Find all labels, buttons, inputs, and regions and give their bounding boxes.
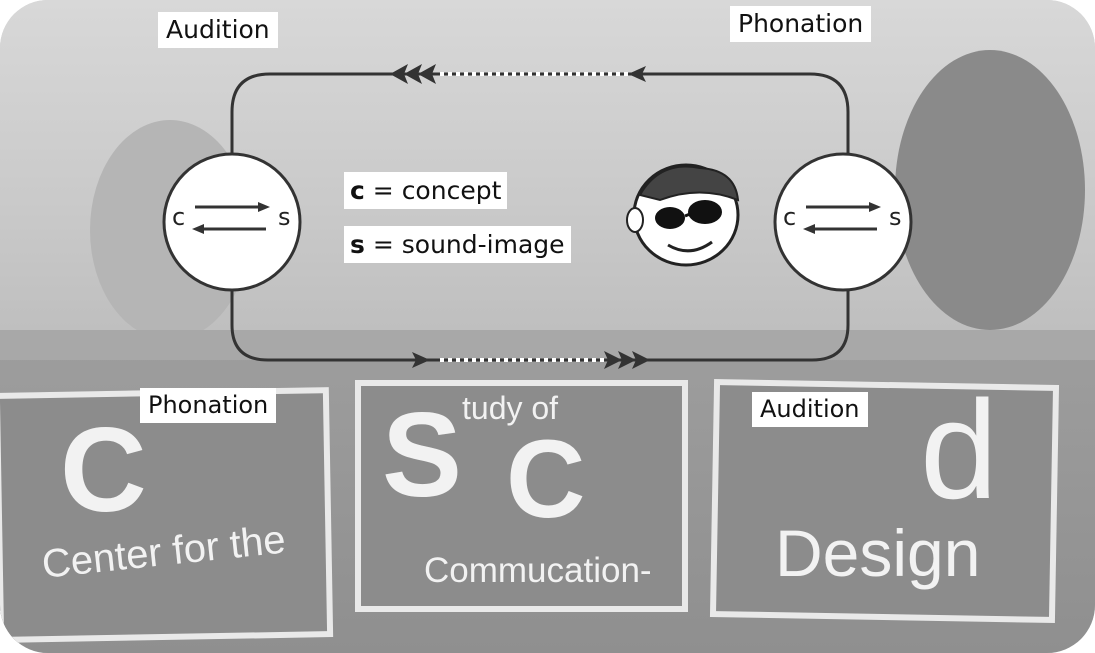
left-concept-letter: c [172, 203, 186, 231]
lower-arrowheads [412, 351, 650, 369]
speaker-circle-left [162, 152, 302, 292]
legend-sound-image: s = sound-image [344, 226, 571, 263]
panel-study-of-communication [355, 380, 688, 612]
panel3-big-letter: d [920, 371, 998, 528]
panel2-upper-text: tudy of [462, 390, 559, 426]
legend-sound-equals: = [372, 230, 394, 259]
panel2-caption: Commucation- [424, 551, 652, 590]
right-concept-letter: c [783, 203, 797, 231]
legend-concept-symbol: c [350, 176, 365, 205]
tabletop [0, 330, 1095, 360]
legend-concept-equals: = [372, 176, 394, 205]
legend-sound-meaning: sound-image [401, 230, 565, 259]
left-circle-arrows [192, 202, 270, 234]
panel2-big-letter-c: C [506, 418, 586, 541]
left-sound-letter: s [278, 203, 291, 231]
audition-label-bottom: Audition [752, 392, 868, 427]
upper-arrowheads [390, 64, 646, 84]
legend-sound-symbol: s [350, 230, 365, 259]
speaker-circle-right [773, 152, 913, 292]
person-silhouette-right [895, 50, 1085, 330]
panel1-big-letter: C [60, 403, 147, 537]
right-circle-arrows [803, 202, 881, 234]
audition-label-top: Audition [158, 12, 278, 48]
phonation-label-bottom: Phonation [140, 388, 277, 423]
right-sound-letter: s [889, 203, 902, 231]
panel-center-for-the [0, 387, 334, 643]
legend-concept-meaning: concept [401, 176, 502, 205]
panel2-big-letter-s: S [382, 388, 463, 522]
legend-concept: c = concept [344, 172, 508, 209]
upper-connection-line [230, 72, 850, 165]
phonation-label-top: Phonation [730, 6, 872, 42]
cartoon-head-illustration [626, 163, 740, 267]
panel3-caption: Design [775, 516, 981, 590]
